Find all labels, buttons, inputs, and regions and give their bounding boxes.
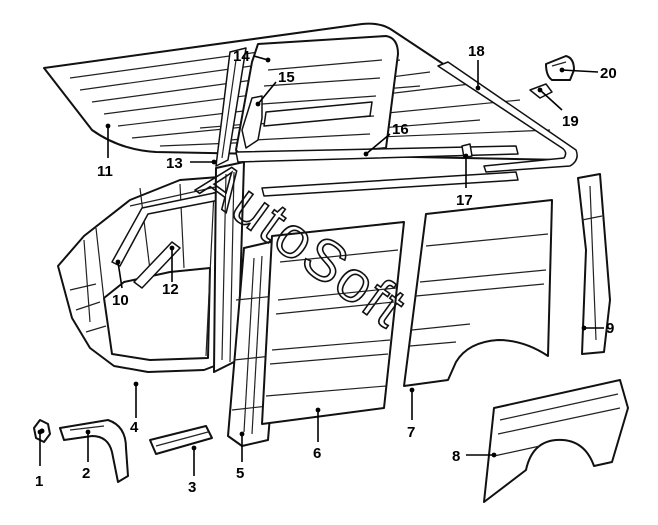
- part-roof-rail-strip: [437, 61, 578, 173]
- part-lower-quarter-panel: [483, 379, 629, 503]
- callout-14: 14: [233, 48, 250, 65]
- callout-8: 8: [452, 448, 460, 465]
- callout-labels: 1 2 3 4 5 6 7 8 9 10 11 12 13 14 15 16 1…: [35, 43, 617, 496]
- part-a-pillar-strip: [215, 47, 247, 167]
- callout-17: 17: [456, 192, 473, 209]
- callout-18: 18: [468, 43, 485, 60]
- callout-7: 7: [407, 424, 415, 441]
- callout-4: 4: [130, 419, 139, 436]
- callout-1: 1: [35, 473, 43, 490]
- callout-10: 10: [112, 292, 129, 309]
- callout-9: 9: [606, 320, 614, 337]
- callout-3: 3: [188, 479, 196, 496]
- callout-11: 11: [97, 163, 113, 180]
- part-drip-rail-strip: [235, 143, 519, 197]
- part-rear-corner-pillar: [577, 173, 611, 355]
- callout-15: 15: [278, 69, 295, 86]
- part-bracket: [241, 95, 263, 149]
- callout-20: 20: [600, 65, 617, 82]
- callout-12: 12: [162, 281, 179, 298]
- part-clip-20: [545, 55, 575, 81]
- callout-6: 6: [313, 445, 321, 462]
- leader-lines: [39, 55, 604, 476]
- part-door-panel: [261, 221, 405, 425]
- callout-13: 13: [166, 155, 183, 172]
- callout-2: 2: [82, 465, 90, 482]
- callout-5: 5: [236, 465, 244, 482]
- part-sill-strip: [149, 425, 213, 455]
- part-wheel-arch-bracket: [59, 419, 129, 483]
- leader-dots: [37, 57, 587, 458]
- callout-19: 19: [562, 113, 579, 130]
- part-rear-side-panel: [403, 199, 553, 387]
- part-trim-strip-12: [133, 241, 181, 289]
- callout-16: 16: [392, 121, 409, 138]
